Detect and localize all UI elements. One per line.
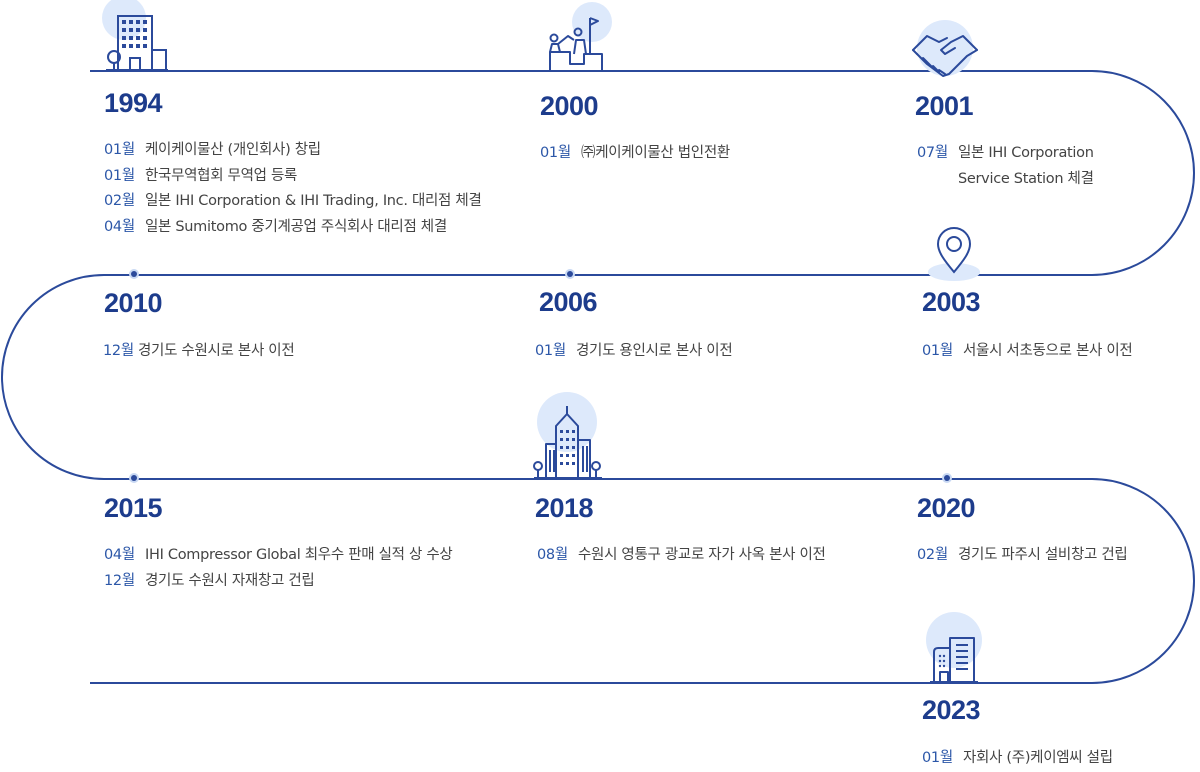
event-month: 01월 — [922, 750, 953, 766]
handshake-icon — [912, 20, 978, 77]
event-item: 01월 케이케이물산 (개인회사) 창립 — [104, 138, 481, 164]
events-2020: 02월 경기도 파주시 설비창고 건립 — [917, 543, 1128, 569]
event-month: 01월 — [922, 343, 953, 359]
event-month: 01월 — [540, 145, 571, 161]
event-text: 서울시 서초동으로 본사 이전 — [963, 343, 1133, 359]
year-2023: 2023 — [922, 695, 981, 725]
event-text: 일본 IHI Corporation & IHI Trading, Inc. 대… — [145, 193, 482, 209]
event-month: 12월 — [104, 572, 135, 589]
location-pin-icon — [928, 227, 980, 281]
event-text: 일본 Sumitomo 중기계공업 주식회사 대리점 체결 — [145, 218, 447, 235]
year-2015: 2015 — [104, 493, 163, 523]
event-item: 08월 수원시 영통구 광교로 자가 사옥 본사 이전 — [537, 543, 826, 569]
event-text: 경기도 용인시로 본사 이전 — [576, 343, 733, 359]
events-2001: 07월 일본 IHI Corporation Service Station 체결 — [917, 141, 1094, 192]
event-text: 일본 IHI Corporation Service Station 체결 — [958, 145, 1094, 187]
event-month: 07월 — [917, 145, 948, 161]
event-item: 12월 경기도 수원시 자재창고 건립 — [104, 569, 452, 595]
climbing-people-flag-icon — [549, 2, 612, 70]
event-item: 01월 자회사 (주)케이엠씨 설립 — [922, 746, 1113, 772]
event-text: 경기도 수원시로 본사 이전 — [138, 343, 295, 359]
events-2000: 01월 ㈜케이케이물산 법인전환 — [540, 141, 730, 167]
year-2006: 2006 — [539, 287, 598, 317]
small-building-icon — [926, 612, 982, 683]
event-text: IHI Compressor Global 최우수 판매 실적 상 수상 — [145, 547, 453, 563]
event-month: 02월 — [917, 547, 948, 563]
year-2010: 2010 — [104, 288, 163, 318]
event-text: 수원시 영통구 광교로 자가 사옥 본사 이전 — [578, 547, 826, 563]
event-item: 07월 일본 IHI Corporation Service Station 체결 — [917, 141, 1094, 192]
skyscraper-icon — [533, 392, 602, 479]
events-2003: 01월 서울시 서초동으로 본사 이전 — [922, 339, 1133, 365]
event-item: 02월 일본 IHI Corporation & IHI Trading, Inc… — [104, 189, 482, 215]
year-2000: 2000 — [540, 91, 599, 121]
year-2003: 2003 — [922, 287, 981, 317]
year-2020: 2020 — [917, 493, 976, 523]
event-text: 경기도 수원시 자재창고 건립 — [145, 572, 315, 589]
year-2018: 2018 — [535, 493, 594, 523]
event-text: ㈜케이케이물산 법인전환 — [581, 145, 730, 161]
events-2023: 01월 자회사 (주)케이엠씨 설립 — [922, 746, 1113, 772]
timeline-dot — [129, 269, 952, 483]
office-building-icon — [102, 0, 168, 71]
event-text: 케이케이물산 (개인회사) 창립 — [145, 142, 321, 158]
event-month: 01월 — [535, 343, 566, 359]
events-2006: 01월 경기도 용인시로 본사 이전 — [535, 339, 733, 365]
event-text: 한국무역협회 무역업 등록 — [145, 167, 298, 184]
event-item: 04월 일본 Sumitomo 중기계공업 주식회사 대리점 체결 — [104, 215, 481, 241]
event-month: 02월 — [104, 193, 135, 209]
event-month: 04월 — [104, 218, 135, 235]
event-item: 01월 서울시 서초동으로 본사 이전 — [922, 339, 1133, 365]
event-text: 자회사 (주)케이엠씨 설립 — [963, 750, 1113, 766]
event-item: 01월 한국무역협회 무역업 등록 — [104, 164, 481, 190]
event-month: 08월 — [537, 547, 568, 563]
events-2018: 08월 수원시 영통구 광교로 자가 사옥 본사 이전 — [537, 543, 826, 569]
event-month: 12월 — [103, 343, 134, 359]
year-2001: 2001 — [915, 91, 974, 121]
event-item: 02월 경기도 파주시 설비창고 건립 — [917, 543, 1128, 569]
event-item: 04월 IHI Compressor Global 최우수 판매 실적 상 수상 — [104, 543, 453, 569]
event-month: 01월 — [104, 167, 135, 184]
timeline-line — [1, 70, 1195, 684]
event-month: 04월 — [104, 547, 135, 563]
event-item: 01월 ㈜케이케이물산 법인전환 — [540, 141, 730, 167]
event-item: 01월 경기도 용인시로 본사 이전 — [535, 339, 733, 365]
event-month: 01월 — [104, 142, 135, 158]
event-text: 경기도 파주시 설비창고 건립 — [958, 547, 1128, 563]
year-1994: 1994 — [104, 88, 163, 118]
